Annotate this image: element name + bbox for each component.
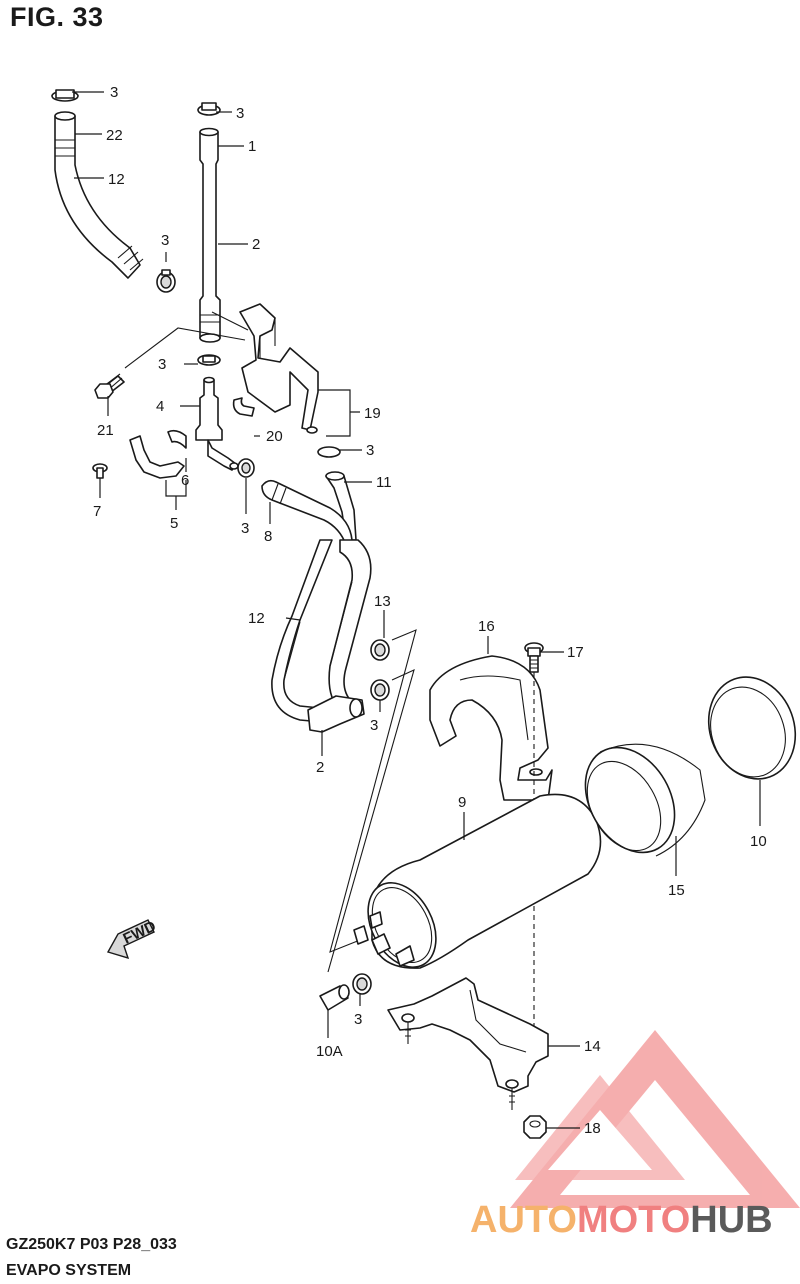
forward-arrow-icon: FWD <box>106 918 159 960</box>
assembly-lines <box>124 311 249 369</box>
leader-lines <box>72 91 761 1129</box>
hose-22-assembly <box>51 89 144 279</box>
figure-title: FIG. 33 <box>10 2 104 32</box>
callout-12-middle: 12 <box>248 610 265 627</box>
watermark-logo <box>510 1030 800 1208</box>
clamp-3-c <box>370 679 390 701</box>
callout-3-valve: 3 <box>158 356 166 373</box>
callout-21: 21 <box>97 422 114 439</box>
callout-labels: 3 22 12 3 1 2 3 3 4 21 19 20 6 5 7 3 3 1… <box>93 84 767 1137</box>
clamp-5-6 <box>129 429 187 479</box>
cap-10A <box>319 984 350 1011</box>
callout-10A: 10A <box>316 1043 343 1060</box>
watermark-word-auto: AUTO <box>470 1199 577 1241</box>
canister-9 <box>353 793 602 969</box>
callout-3-hose11: 3 <box>366 442 374 459</box>
callout-3-hose22: 3 <box>110 84 118 101</box>
screw-7 <box>92 463 108 479</box>
hose-12-middle <box>271 539 372 723</box>
callout-16: 16 <box>478 618 495 635</box>
callout-2-lower: 2 <box>316 759 324 776</box>
clip-20 <box>232 397 255 417</box>
callout-3-clamp-a: 3 <box>161 232 169 249</box>
guide-lines <box>327 629 417 973</box>
callout-20: 20 <box>266 428 283 445</box>
clamp-13 <box>370 639 390 661</box>
callout-2-top: 2 <box>252 236 260 253</box>
callout-5: 5 <box>170 515 178 532</box>
watermark-word-moto: MOTO <box>577 1199 690 1241</box>
bracket-16 <box>429 655 553 801</box>
nut-18 <box>523 1115 547 1139</box>
cover-15 <box>584 743 706 857</box>
fwd-label: FWD <box>121 918 159 948</box>
callout-3-clamp-b: 3 <box>241 520 249 537</box>
bracket-14 <box>387 977 549 1110</box>
callout-15: 15 <box>668 882 685 899</box>
callout-11: 11 <box>376 474 392 491</box>
callout-19: 19 <box>364 405 381 422</box>
callout-18: 18 <box>584 1120 601 1137</box>
callout-17: 17 <box>567 644 584 661</box>
callout-9: 9 <box>458 794 466 811</box>
callout-13: 13 <box>374 593 391 610</box>
callout-7: 7 <box>93 503 101 520</box>
callout-14: 14 <box>584 1038 601 1055</box>
hose-1-2-assembly <box>197 102 221 343</box>
watermark-wordmark: AUTOMOTOHUB <box>470 1199 773 1241</box>
callout-22: 22 <box>106 127 123 144</box>
callout-10: 10 <box>750 833 767 850</box>
cap-10 <box>707 676 797 780</box>
bracket-19 <box>239 303 319 434</box>
clamp-3-d <box>352 973 372 995</box>
watermark-word-hub: HUB <box>690 1199 772 1241</box>
valve-4 <box>195 354 239 471</box>
system-name: EVAPO SYSTEM <box>6 1262 132 1279</box>
hose-11 <box>317 446 357 541</box>
clamp-3-a <box>156 269 176 293</box>
bolt-21 <box>94 373 125 399</box>
clamp-3-b <box>237 458 255 478</box>
callout-3-clamp-c: 3 <box>370 717 378 734</box>
callout-4: 4 <box>156 398 164 415</box>
hose-2-lower <box>307 695 365 733</box>
callout-8: 8 <box>264 528 272 545</box>
callout-3-hose1: 3 <box>236 105 244 122</box>
callout-12-top: 12 <box>108 171 125 188</box>
svg-text:AUTOMOTOHUB: AUTOMOTOHUB <box>470 1199 773 1241</box>
callout-6: 6 <box>181 472 189 489</box>
callout-1: 1 <box>248 138 256 155</box>
model-code: GZ250K7 P03 P28_033 <box>6 1236 177 1253</box>
callout-3-clamp-d: 3 <box>354 1011 362 1028</box>
